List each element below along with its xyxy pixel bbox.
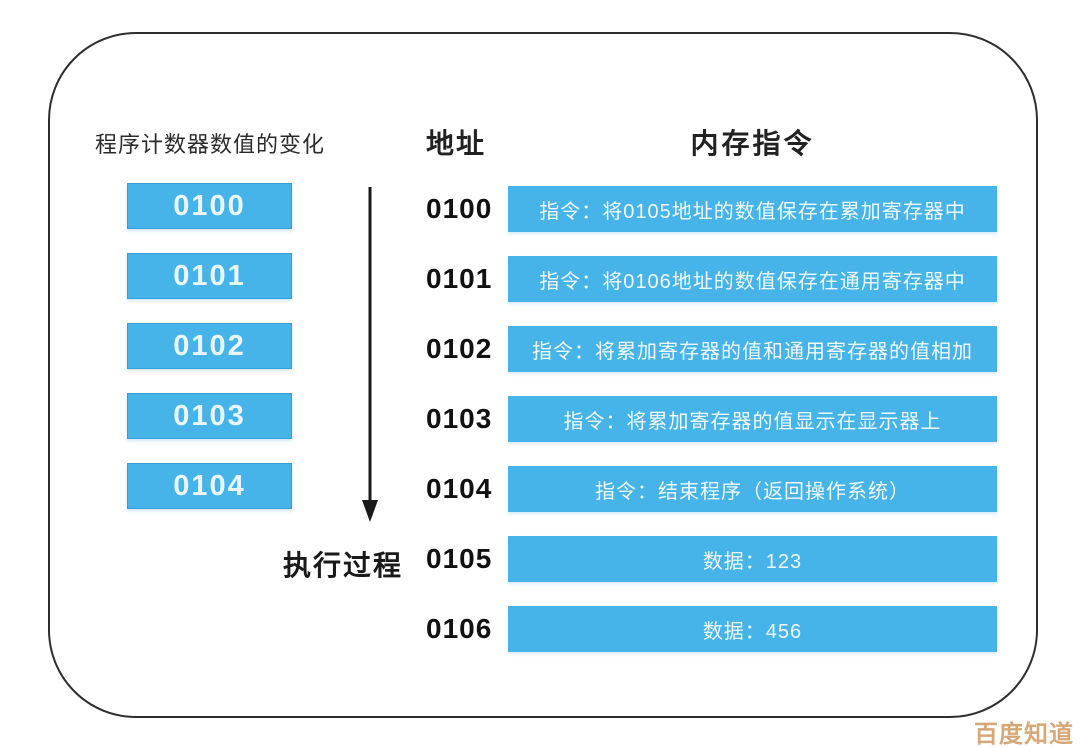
pc-value-box: 0100 [127, 183, 292, 229]
instruction-column-header: 内存指令 [690, 128, 815, 159]
memory-instruction-box: 指令：将0106地址的数值保存在通用寄存器中 [508, 256, 997, 302]
execution-process-label: 执行过程 [283, 550, 404, 581]
memory-data-box: 数据：456 [508, 606, 997, 652]
pc-column-header: 程序计数器数值的变化 [95, 132, 326, 157]
memory-address: 0105 [426, 543, 493, 574]
pc-value-box: 0101 [127, 253, 292, 299]
memory-instruction-box: 指令：结束程序（返回操作系统） [508, 466, 997, 512]
pc-value-box: 0103 [127, 393, 292, 439]
memory-instruction-box: 指令：将0105地址的数值保存在累加寄存器中 [508, 186, 997, 232]
memory-data-box: 数据：123 [508, 536, 997, 582]
memory-address: 0101 [426, 263, 493, 294]
baidu-zhidao-watermark: 百度知道 [974, 721, 1074, 748]
diagram-rounded-border [48, 32, 1038, 718]
memory-address: 0106 [426, 613, 493, 644]
memory-address: 0104 [426, 473, 493, 504]
memory-instruction-box: 指令：将累加寄存器的值和通用寄存器的值相加 [508, 326, 997, 372]
pc-value-box: 0102 [127, 323, 292, 369]
memory-address: 0103 [426, 403, 493, 434]
address-column-header: 地址 [426, 128, 487, 159]
memory-address: 0102 [426, 333, 493, 364]
pc-value-box: 0104 [127, 463, 292, 509]
memory-address: 0100 [426, 193, 493, 224]
down-arrow-icon [362, 187, 378, 522]
memory-instruction-box: 指令：将累加寄存器的值显示在显示器上 [508, 396, 997, 442]
